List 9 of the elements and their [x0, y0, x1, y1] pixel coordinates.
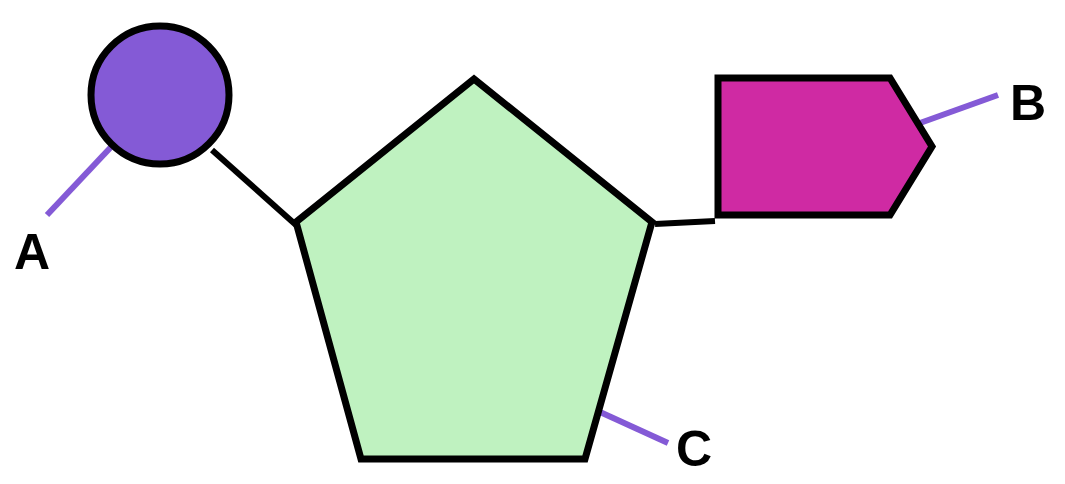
connector-line [654, 218, 716, 227]
callout-letter: B [1010, 78, 1047, 128]
callout-letter: A [14, 227, 51, 277]
tag-shape [715, 75, 935, 218]
leader-line [44, 144, 114, 218]
pentagon-shape [293, 76, 655, 462]
leader-line [919, 92, 999, 126]
callout-letter: C [676, 424, 713, 474]
circle-shape [88, 23, 232, 167]
